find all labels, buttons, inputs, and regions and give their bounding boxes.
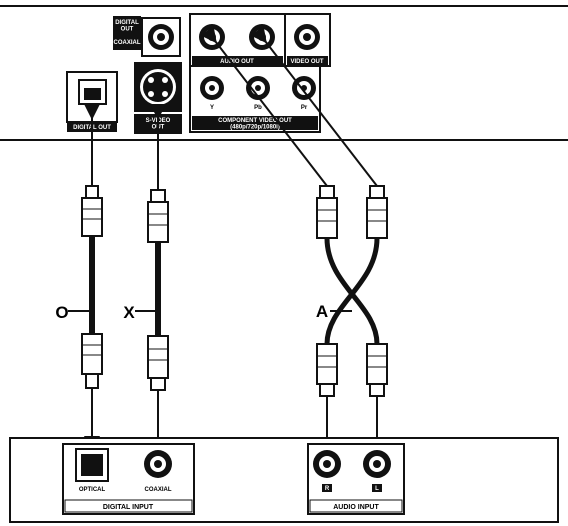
audio-input-left-label: L	[375, 486, 379, 492]
component-pb-jack[interactable]	[246, 76, 270, 100]
audio-input-left-badge	[372, 484, 382, 492]
coaxial-input-jack[interactable]	[144, 450, 172, 478]
audio-input-right-label: R	[325, 486, 330, 492]
optical-input-label: OPTICAL	[79, 487, 106, 493]
coaxial-cable	[147, 104, 169, 454]
component-video-out-label: COMPONENT VIDEO OUT(480p/720p/1080i)	[218, 118, 292, 131]
audio-input-label: AUDIO INPUT	[333, 504, 379, 511]
component-y-label: Y	[210, 105, 214, 111]
digital-input-label: DIGITAL INPUT	[103, 504, 154, 511]
component-pb-label: Pb	[254, 105, 262, 111]
optical-out-jack[interactable]	[66, 71, 118, 123]
player-rear-panel	[0, 5, 568, 141]
optical-input-jack[interactable]	[75, 448, 109, 482]
audio-cable-label: A	[316, 302, 328, 321]
component-y-jack[interactable]	[200, 76, 224, 100]
optical-cable	[81, 104, 103, 452]
audio-input-right-badge	[322, 484, 332, 492]
coaxial-cable-label: X	[123, 303, 135, 322]
audio-input-right-jack[interactable]	[313, 450, 341, 478]
component-pr-label: Pr	[301, 105, 308, 111]
component-pr-jack[interactable]	[292, 76, 316, 100]
audio-out-label: AUDIO OUT	[220, 59, 254, 65]
audio-input-left-jack[interactable]	[363, 450, 391, 478]
video-out-label: VIDEO OUT	[290, 59, 323, 65]
optical-cable-label: O	[55, 303, 68, 322]
coaxial-out-jack[interactable]	[141, 17, 181, 57]
coaxial-input-label: COAXIAL	[145, 487, 172, 493]
coaxial-top-label: COAXIAL	[114, 40, 141, 46]
video-out-jack[interactable]	[294, 24, 320, 50]
svideo-out-jack[interactable]	[134, 62, 182, 112]
